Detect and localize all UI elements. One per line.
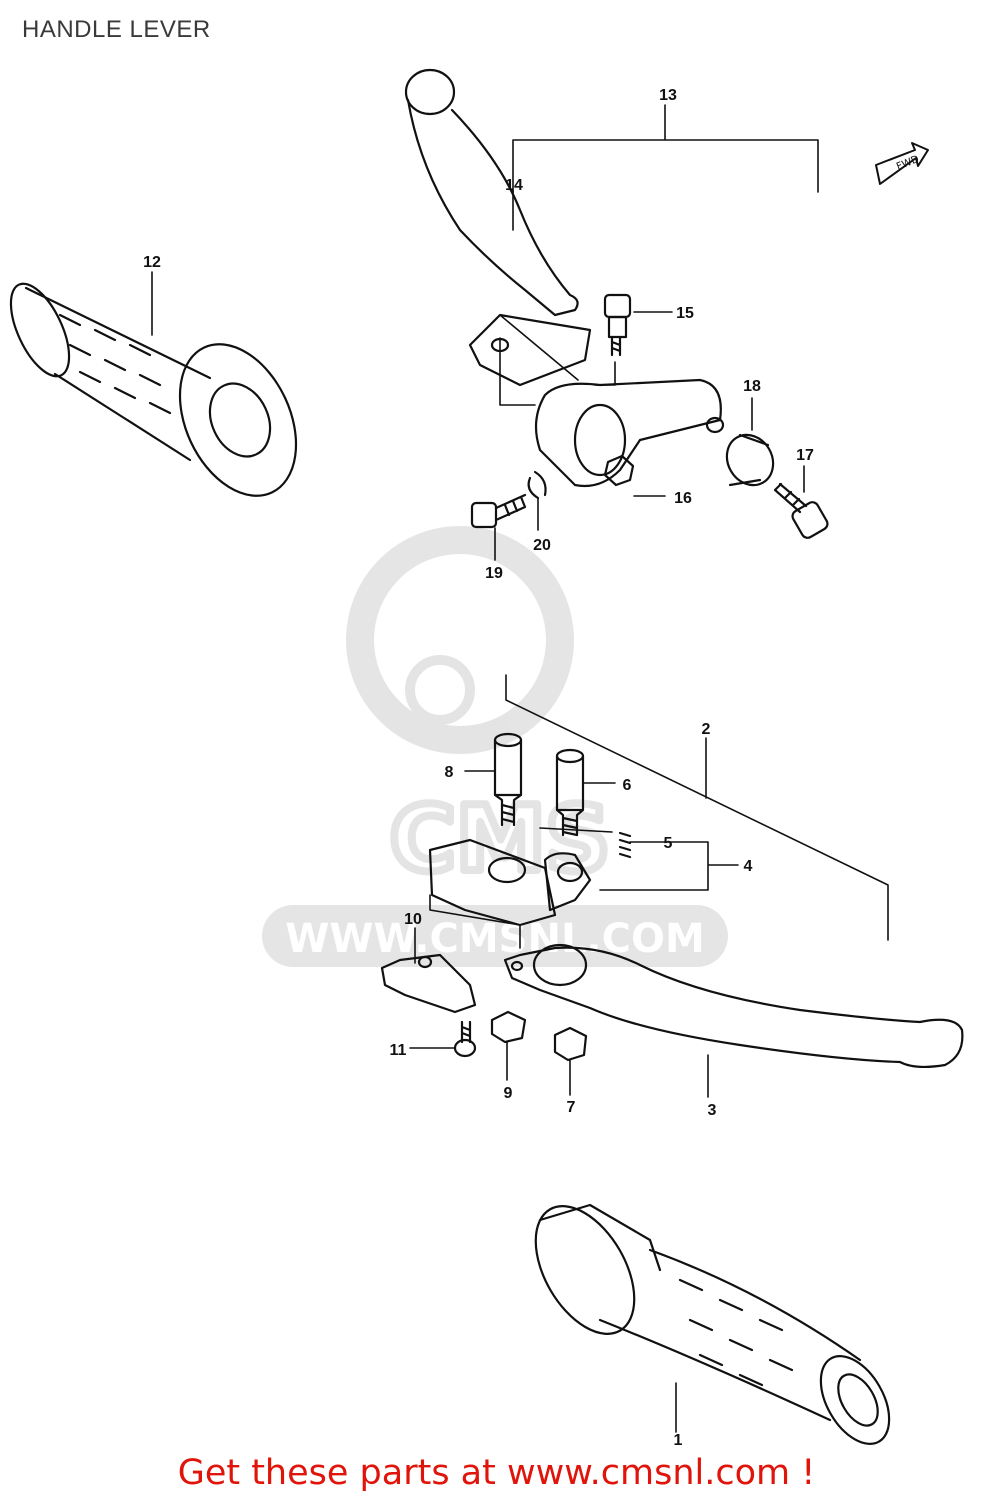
callout-15: 15 — [676, 305, 694, 322]
callout-4: 4 — [744, 858, 753, 875]
callout-12: 12 — [143, 254, 161, 271]
callout-7: 7 — [567, 1099, 576, 1116]
throttle-grip — [534, 1203, 891, 1445]
clutch-lever — [404, 68, 592, 387]
nut-16 — [603, 454, 635, 487]
callout-17: 17 — [796, 447, 814, 464]
clutch-perch — [534, 378, 725, 488]
leader-lines — [151, 104, 889, 1433]
callout-13: 13 — [659, 87, 677, 104]
callout-19: 19 — [485, 565, 503, 582]
callout-11: 11 — [390, 1042, 407, 1059]
screw-11 — [453, 1020, 477, 1058]
brake-lever-3 — [503, 943, 964, 1069]
pivot-bolt-15 — [603, 293, 632, 357]
callout-14: 14 — [505, 177, 523, 194]
spring-5 — [618, 831, 632, 859]
callout-10: 10 — [404, 911, 422, 928]
callout-16: 16 — [674, 490, 692, 507]
callout-5: 5 — [664, 835, 673, 852]
parts-diagram: WWW.CMSNL.COM CMS FWD — [9, 68, 964, 1449]
watermark-site-text: WWW.CMSNL.COM — [285, 916, 705, 962]
callout-3: 3 — [708, 1102, 717, 1119]
nut-9 — [490, 1010, 527, 1044]
switch-bracket-4 — [428, 838, 592, 927]
callout-labels: 1 2 3 4 5 6 7 8 9 10 11 12 13 14 15 16 1… — [143, 87, 814, 1449]
nut-7 — [553, 1026, 588, 1062]
callout-18: 18 — [743, 378, 761, 395]
diagram-title: HANDLE LEVER — [22, 16, 211, 43]
watermark-logo-text: CMS — [390, 787, 610, 892]
callout-2: 2 — [702, 721, 711, 738]
callout-8: 8 — [445, 764, 454, 781]
cms-watermark: WWW.CMSNL.COM CMS — [262, 526, 728, 967]
pivot-bolt-8 — [493, 732, 523, 827]
adjuster-bolt-17 — [773, 482, 829, 539]
washer-20 — [527, 470, 547, 500]
callout-6: 6 — [623, 777, 632, 794]
adjuster-18 — [725, 433, 775, 487]
callout-1: 1 — [674, 1432, 683, 1449]
footer-link-text[interactable]: Get these parts at www.cmsnl.com ! — [177, 1453, 816, 1493]
callout-9: 9 — [504, 1085, 513, 1102]
callout-20: 20 — [533, 537, 551, 554]
clamp-bolt-19 — [470, 493, 527, 529]
forward-arrow-icon: FWD — [875, 142, 929, 185]
left-grip — [9, 282, 298, 497]
brake-switch-10 — [380, 953, 477, 1014]
